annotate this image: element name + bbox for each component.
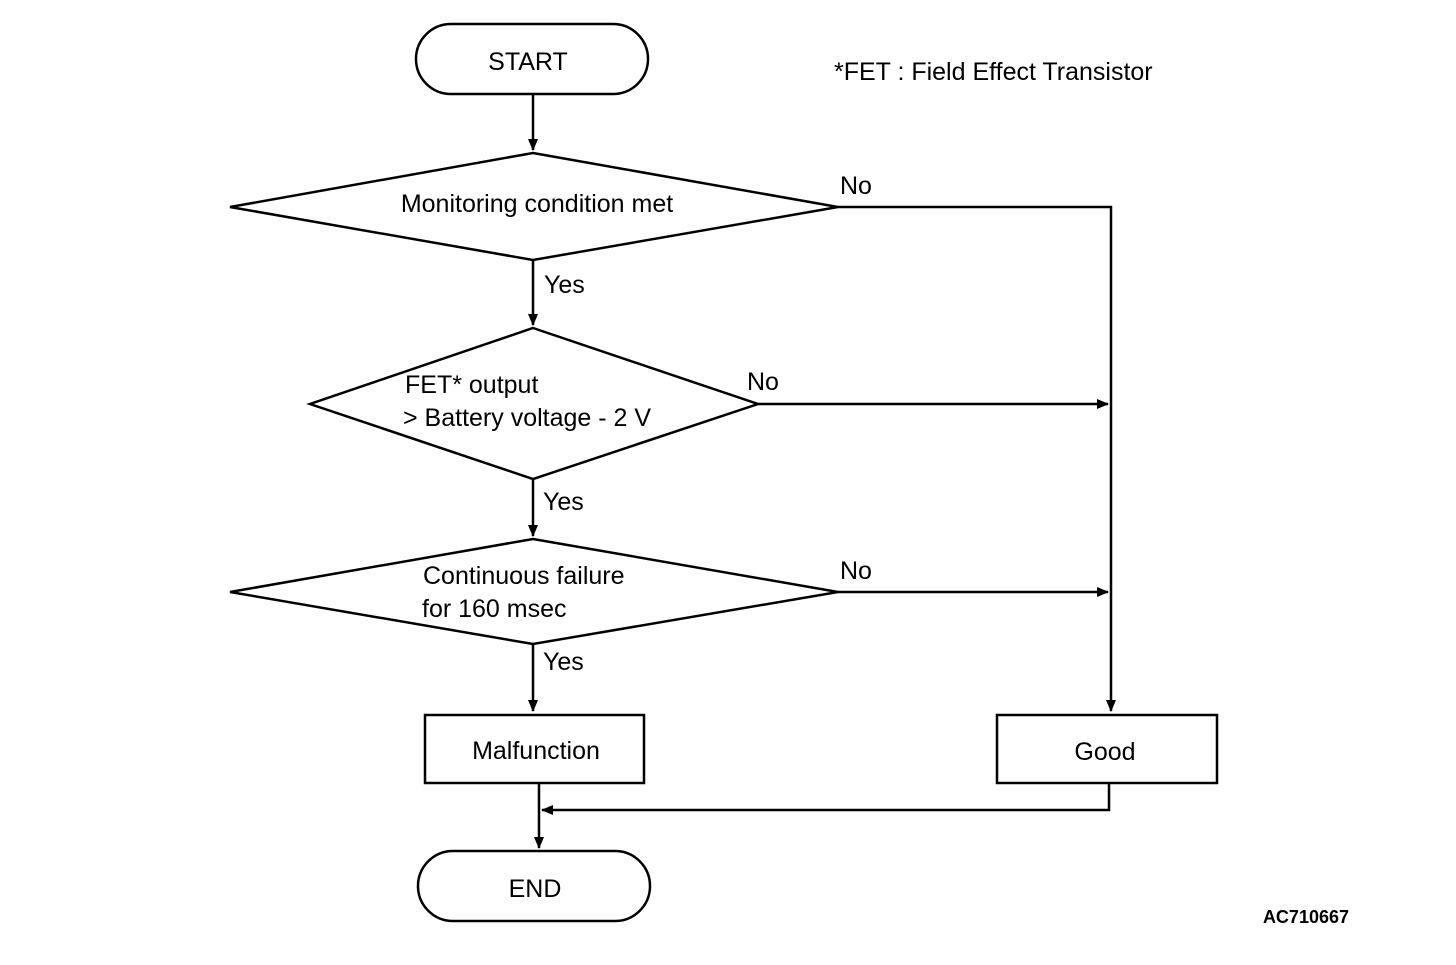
good-label: Good xyxy=(1074,738,1135,766)
fet-note: *FET : Field Effect Transistor xyxy=(834,58,1153,86)
decision2-label-line2: > Battery voltage - 2 V xyxy=(403,404,651,432)
decision2-yes-label: Yes xyxy=(543,488,584,516)
start-label: START xyxy=(488,48,568,76)
decision1-no-label: No xyxy=(840,172,872,200)
decision2-no-label: No xyxy=(747,368,779,396)
decision3-label-line2: for 160 msec xyxy=(422,595,567,623)
edge-decision1-no xyxy=(838,205,1116,712)
decision-continuous-failure xyxy=(229,537,839,646)
decision1-yes-label: Yes xyxy=(544,271,585,299)
end-terminator xyxy=(416,849,652,923)
good-box xyxy=(995,713,1219,785)
decision2-label-line1: FET* output xyxy=(405,371,538,399)
figure-code: AC710667 xyxy=(1263,907,1349,927)
decision1-label: Monitoring condition met xyxy=(401,190,673,218)
edge-good-to-merge xyxy=(541,783,1111,815)
malfunction-label: Malfunction xyxy=(472,737,600,765)
malfunction-box xyxy=(423,713,646,785)
end-label: END xyxy=(509,875,562,903)
decision3-no-label: No xyxy=(840,557,872,585)
decision3-yes-label: Yes xyxy=(543,648,584,676)
decision3-label-line1: Continuous failure xyxy=(423,562,625,590)
